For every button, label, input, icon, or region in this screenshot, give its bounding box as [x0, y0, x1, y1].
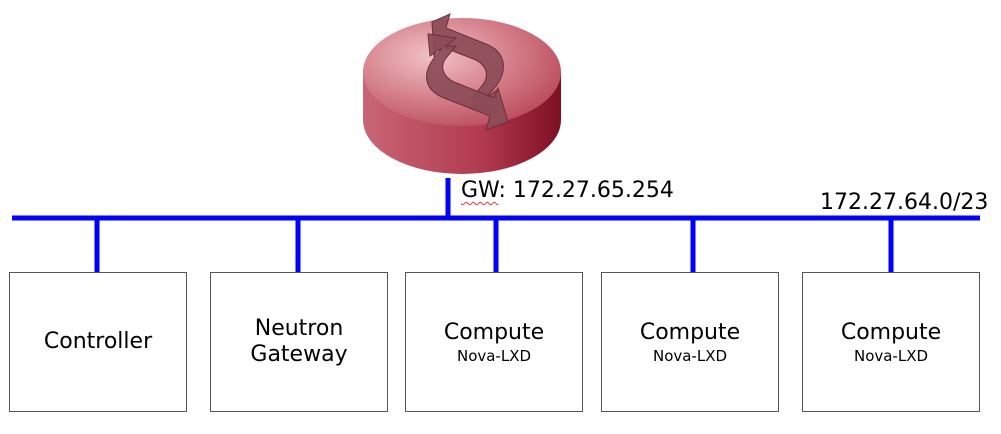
node-subtitle: Nova-LXD [853, 346, 929, 365]
node-name: Compute [840, 319, 942, 345]
node-name: Compute [443, 319, 545, 345]
node-name: Neutron Gateway [250, 316, 348, 367]
router-icon [363, 13, 561, 174]
node-subtitle: Nova-LXD [456, 346, 532, 365]
gateway-ip: : 172.27.65.254 [498, 178, 674, 203]
node-compute-3: Compute Nova-LXD [802, 272, 980, 412]
node-controller: Controller [9, 272, 187, 412]
gateway-label: GW: 172.27.65.254 [461, 180, 674, 202]
node-subtitle: Nova-LXD [652, 346, 728, 365]
node-compute-1: Compute Nova-LXD [405, 272, 583, 412]
node-neutron-gateway: Neutron Gateway [210, 272, 388, 412]
gateway-prefix: GW [461, 178, 499, 203]
node-name: Controller [43, 329, 153, 354]
subnet-label: 172.27.64.0/23 [820, 190, 989, 215]
node-name: Compute [639, 319, 741, 345]
router-arrows-icon [426, 13, 509, 131]
node-compute-2: Compute Nova-LXD [601, 272, 779, 412]
